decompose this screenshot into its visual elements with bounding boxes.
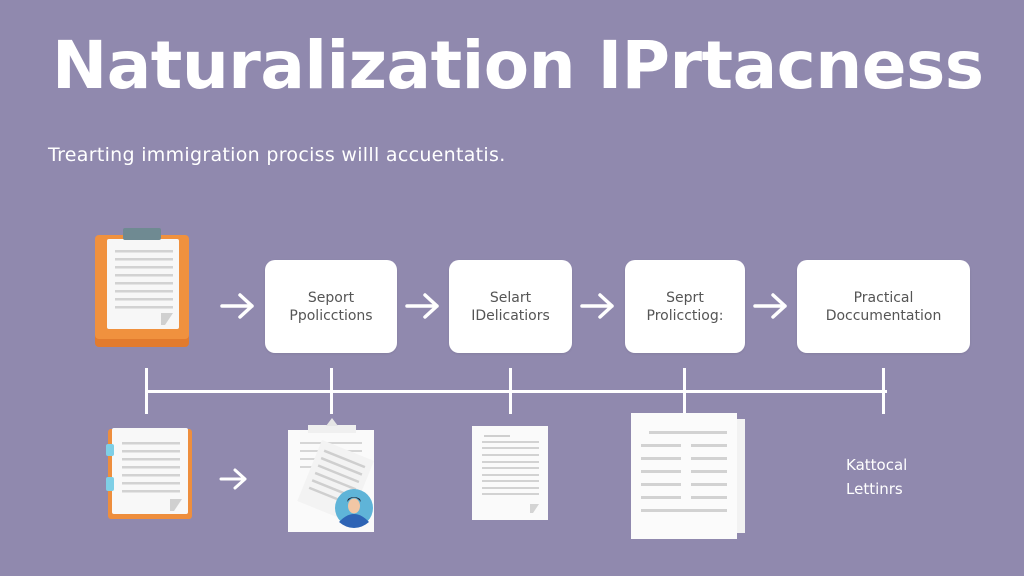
step-4-line-1: Practical [853,289,914,306]
arrow-right-icon [219,467,249,491]
timeline-tick [882,368,885,414]
step-box-2: Selart IDelicatiors [449,260,572,353]
timeline-line [147,390,887,393]
arrow-right-icon [405,293,441,319]
document-icon [472,426,548,520]
two-column-document-icon [631,413,745,539]
bottom-label-line-2: Lettinrs [846,480,903,498]
step-3-line-1: Seprt [666,289,704,306]
step-2-line-1: Selart [489,289,532,306]
arrow-right-icon [220,293,256,319]
timeline-tick [509,368,512,414]
step-4-line-2: Doccumentation [825,307,942,324]
timeline-tick [145,368,148,414]
clipboard-person-icon [286,418,378,534]
step-box-4: Practical Doccumentation [797,260,970,353]
step-box-1: Seport Ppolicctions [265,260,397,353]
step-1-line-2: Ppolicctions [289,307,373,324]
timeline-tick [683,368,686,414]
notebook-icon [106,427,194,521]
page-title: Naturalization IPrtacness [52,27,984,104]
step-2-line-2: IDelicatiors [471,307,550,324]
timeline-tick [330,368,333,414]
arrow-right-icon [753,293,789,319]
step-1-line-1: Seport [307,289,355,306]
step-box-3: Seprt Prolicctiog: [625,260,745,353]
page-subtitle: Trearting immigration prociss willl accu… [48,144,506,166]
arrow-right-icon [580,293,616,319]
bottom-right-label: Kattocal Lettinrs [846,453,907,501]
step-3-line-2: Prolicctiog: [646,307,724,324]
bottom-label-line-1: Kattocal [846,456,908,474]
clipboard-icon [95,227,191,347]
